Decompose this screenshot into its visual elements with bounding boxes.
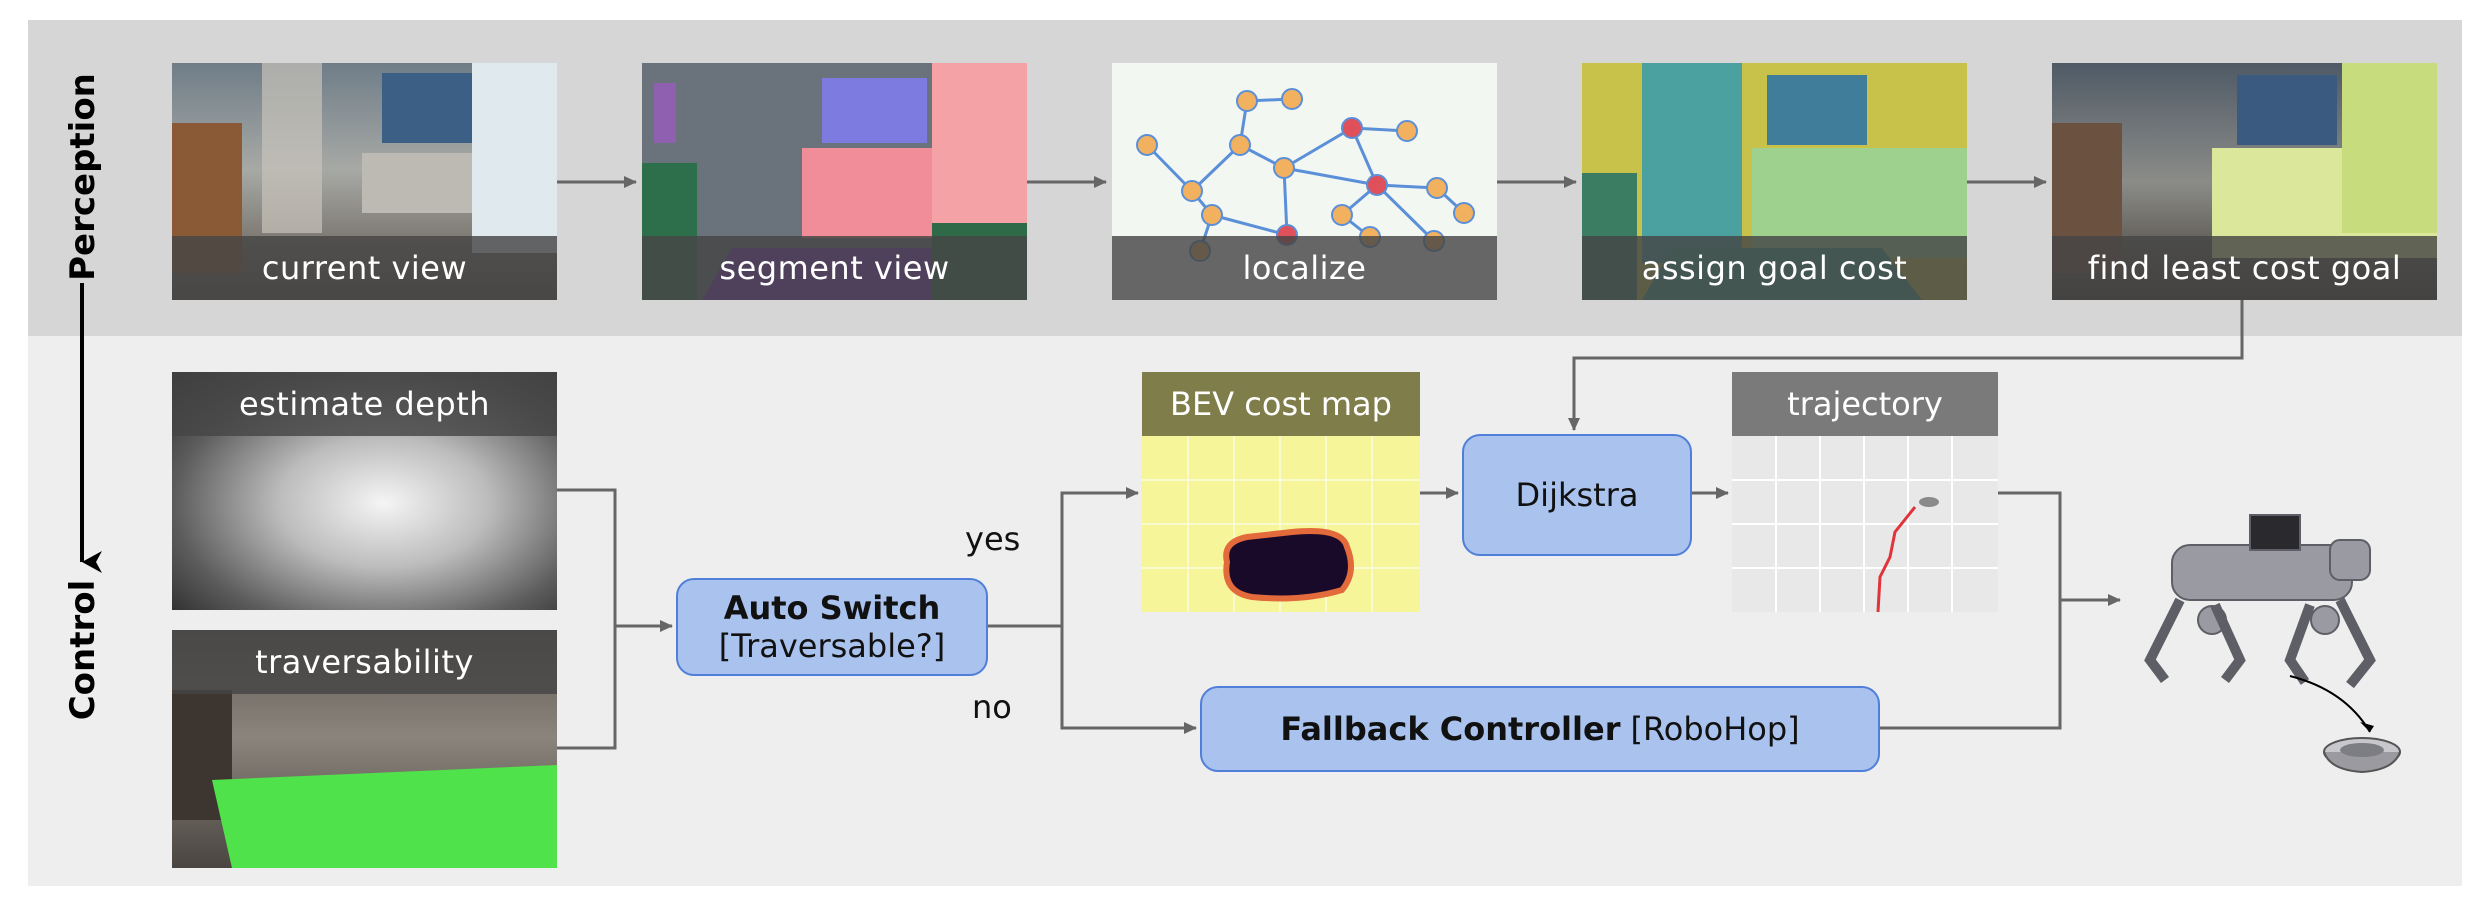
arrow-depth-merge bbox=[557, 488, 673, 632]
trajectory-path-icon bbox=[1732, 436, 1998, 612]
localize-panel: localize bbox=[1112, 63, 1497, 300]
dijkstra-box: Dijkstra bbox=[1462, 434, 1692, 556]
arrow-switch-no bbox=[1060, 626, 1197, 734]
localize-label: localize bbox=[1112, 236, 1497, 300]
find-least-cost-goal-panel: find least cost goal bbox=[2052, 63, 2437, 300]
trajectory-panel: trajectory bbox=[1732, 372, 1998, 612]
dijkstra-label: Dijkstra bbox=[1515, 476, 1639, 514]
food-bowl-icon bbox=[2323, 737, 2401, 774]
traversable-floor-icon bbox=[172, 690, 557, 868]
auto-switch-title: Auto Switch bbox=[723, 589, 941, 627]
current-view-panel: current view bbox=[172, 63, 557, 300]
fallback-controller-title: Fallback Controller bbox=[1280, 710, 1621, 748]
estimate-depth-label: estimate depth bbox=[172, 372, 557, 436]
segment-view-label: segment view bbox=[642, 236, 1027, 300]
cost-map-grid-icon bbox=[1142, 436, 1420, 612]
auto-switch-subtitle: [Traversable?] bbox=[718, 627, 946, 665]
estimate-depth-panel: estimate depth bbox=[172, 372, 557, 610]
robot-dog-icon bbox=[2144, 514, 2376, 689]
arrow-trajectory-to-robot bbox=[1998, 491, 2121, 606]
yes-branch-label: yes bbox=[965, 520, 1021, 558]
robot-to-bowl-arrow bbox=[2289, 675, 2371, 733]
arrow-switch-yes bbox=[987, 487, 1139, 628]
fallback-controller-subtitle: [RoboHop] bbox=[1630, 710, 1800, 748]
fallback-controller-box: Fallback Controller [RoboHop] bbox=[1200, 686, 1880, 772]
assign-goal-cost-label: assign goal cost bbox=[1582, 236, 1967, 300]
arrow-goal-to-dijkstra bbox=[1568, 300, 2244, 431]
trajectory-label: trajectory bbox=[1732, 372, 1998, 436]
current-view-label: current view bbox=[172, 236, 557, 300]
arrow-traversability-merge bbox=[557, 626, 617, 750]
assign-goal-cost-panel: assign goal cost bbox=[1582, 63, 1967, 300]
auto-switch-box: Auto Switch [Traversable?] bbox=[676, 578, 988, 676]
traversability-label: traversability bbox=[172, 630, 557, 694]
arrow-fallback-to-robot bbox=[1878, 600, 2062, 730]
segment-view-panel: segment view bbox=[642, 63, 1027, 300]
bev-cost-map-panel: BEV cost map bbox=[1142, 372, 1420, 612]
bev-cost-map-label: BEV cost map bbox=[1142, 372, 1420, 436]
traversability-panel: traversability bbox=[172, 630, 557, 868]
find-least-cost-goal-label: find least cost goal bbox=[2052, 236, 2437, 300]
no-branch-label: no bbox=[972, 688, 1012, 726]
room-scene-icon bbox=[172, 63, 557, 273]
